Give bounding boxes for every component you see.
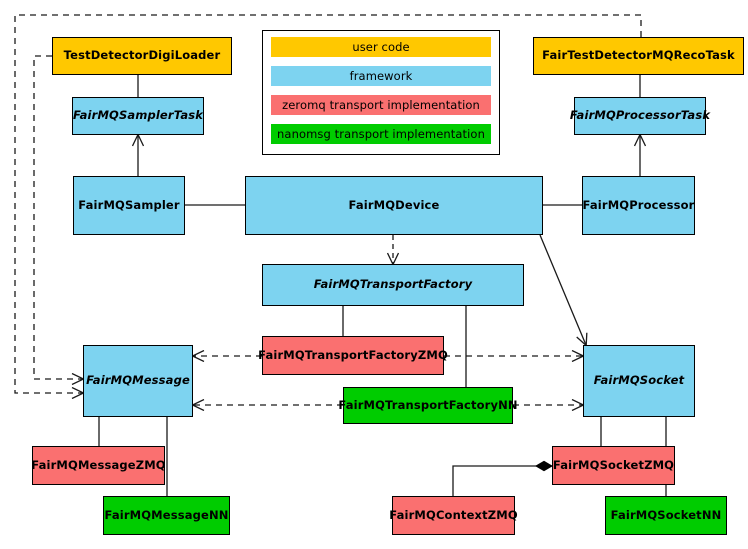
class-label: FairMQTransportFactory <box>313 277 473 292</box>
class-node-fairmqprocessor[interactable]: FairMQProcessor <box>582 176 695 235</box>
class-label: FairMQMessageNN <box>104 507 229 522</box>
legend-label-nanomsg: nanomsg transport implementation <box>277 127 485 141</box>
class-node-fairmqdevice[interactable]: FairMQDevice <box>245 176 543 235</box>
class-label: FairMQSampler <box>78 197 180 212</box>
legend-item-nanomsg: nanomsg transport implementation <box>271 124 491 144</box>
class-node-fairmqprocessortask[interactable]: FairMQProcessorTask <box>570 97 710 135</box>
class-label: FairMQDevice <box>348 197 440 212</box>
legend-item-user-code: user code <box>271 37 491 57</box>
class-label: FairMQTransportFactoryNN <box>338 397 518 412</box>
class-node-fairmqsocketzmq[interactable]: FairMQSocketZMQ <box>552 446 675 485</box>
class-label: FairTestDetectorMQRecoTask <box>542 48 735 63</box>
class-node-testdetectordigiloader[interactable]: TestDetectorDigiLoader <box>52 37 232 75</box>
class-node-fairmqsamplertask[interactable]: FairMQSamplerTask <box>72 97 204 135</box>
class-node-fairmqtransportfactorynn[interactable]: FairMQTransportFactoryNN <box>338 387 518 424</box>
class-label: FairMQSocket <box>593 373 685 388</box>
legend-item-framework: framework <box>271 66 491 86</box>
class-node-fairmqmessagenn[interactable]: FairMQMessageNN <box>103 496 230 535</box>
class-label: FairMQContextZMQ <box>389 507 518 522</box>
class-label: FairMQProcessorTask <box>569 108 711 123</box>
class-label: FairMQMessageZMQ <box>31 457 166 472</box>
class-label: FairMQSocketZMQ <box>552 457 675 472</box>
class-node-fairtestdetectormqrecotask[interactable]: FairTestDetectorMQRecoTask <box>533 37 744 75</box>
class-label: FairMQMessage <box>86 373 190 388</box>
class-node-fairmqsocketnn[interactable]: FairMQSocketNN <box>605 496 727 535</box>
class-node-fairmqmessage[interactable]: FairMQMessage <box>83 345 193 417</box>
legend-label-framework: framework <box>349 69 413 83</box>
class-label: FairMQSocketNN <box>610 507 722 522</box>
class-node-fairmqtransportfactory[interactable]: FairMQTransportFactory <box>262 264 524 306</box>
class-label: FairMQSamplerTask <box>72 108 204 123</box>
legend-label-zeromq: zeromq transport implementation <box>282 98 480 112</box>
class-node-fairmqsocket[interactable]: FairMQSocket <box>583 345 695 417</box>
edge-device-socket <box>539 234 586 345</box>
edge-socketzmq-contextzmq <box>452 460 553 496</box>
class-node-fairmqtransportfactoryzmq[interactable]: FairMQTransportFactoryZMQ <box>258 336 448 375</box>
class-label: TestDetectorDigiLoader <box>63 48 221 63</box>
class-node-fairmqmessagezmq[interactable]: FairMQMessageZMQ <box>31 446 166 485</box>
legend-item-zeromq: zeromq transport implementation <box>271 95 491 115</box>
class-label: FairMQTransportFactoryZMQ <box>258 347 448 362</box>
legend-label-user-code: user code <box>352 40 410 54</box>
class-label: FairMQProcessor <box>582 197 695 212</box>
class-node-fairmqsampler[interactable]: FairMQSampler <box>73 176 185 235</box>
class-node-fairmqcontextzmq[interactable]: FairMQContextZMQ <box>389 496 518 535</box>
